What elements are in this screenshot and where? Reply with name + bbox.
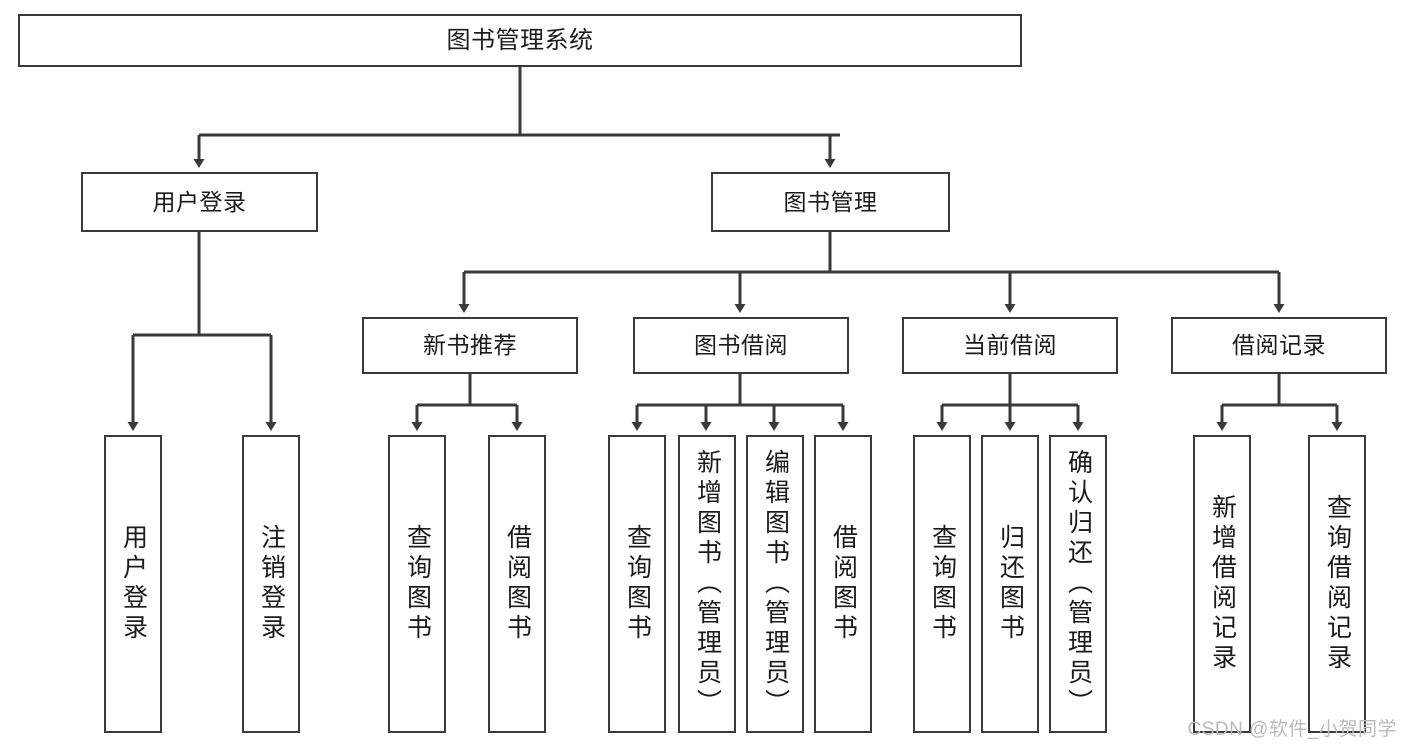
node-book-management[interactable]: 图书管理 (711, 172, 950, 232)
leaf-borrow-book-label: 借阅图书 (829, 524, 858, 644)
leaf-edit-book-admin[interactable]: 编辑图书（管理员） (746, 435, 804, 733)
leaf-borrow-book-recommend-label: 借阅图书 (503, 524, 532, 644)
node-book-borrow[interactable]: 图书借阅 (633, 317, 849, 374)
node-new-book-recommend[interactable]: 新书推荐 (362, 317, 578, 374)
leaf-add-borrow-record[interactable]: 新增借阅记录 (1193, 435, 1251, 733)
node-root[interactable]: 图书管理系统 (18, 14, 1022, 67)
leaf-query-book-recommend-label: 查询图书 (403, 524, 432, 644)
leaf-return-book[interactable]: 归还图书 (981, 435, 1039, 733)
leaf-confirm-return-admin-label: 确认归还（管理员） (1064, 449, 1093, 719)
node-book-management-label: 图书管理 (783, 188, 878, 215)
leaf-user-login-label: 用户登录 (119, 524, 148, 644)
node-current-borrow-label: 当前借阅 (963, 332, 1057, 359)
leaf-add-book-admin[interactable]: 新增图书（管理员） (678, 435, 736, 733)
leaf-return-book-label: 归还图书 (996, 524, 1025, 644)
csdn-watermark: CSDN @软件_小贺同学 (1187, 719, 1397, 740)
leaf-query-book-borrow-label: 查询图书 (623, 524, 652, 644)
leaf-query-book-borrow[interactable]: 查询图书 (608, 435, 666, 733)
node-borrow-record-label: 借阅记录 (1232, 332, 1326, 359)
leaf-logout-label: 注销登录 (257, 524, 286, 644)
leaf-query-borrow-record[interactable]: 查询借阅记录 (1308, 435, 1366, 733)
node-borrow-record[interactable]: 借阅记录 (1171, 317, 1387, 374)
leaf-logout[interactable]: 注销登录 (242, 435, 300, 733)
leaf-borrow-book[interactable]: 借阅图书 (814, 435, 872, 733)
leaf-query-borrow-record-label: 查询借阅记录 (1323, 494, 1352, 674)
leaf-user-login[interactable]: 用户登录 (104, 435, 162, 733)
node-book-borrow-label: 图书借阅 (694, 332, 788, 359)
leaf-confirm-return-admin[interactable]: 确认归还（管理员） (1049, 435, 1107, 733)
leaf-query-book-current-label: 查询图书 (928, 524, 957, 644)
node-root-label: 图书管理系统 (446, 26, 594, 54)
leaf-edit-book-admin-label: 编辑图书（管理员） (761, 449, 790, 719)
leaf-add-book-admin-label: 新增图书（管理员） (693, 449, 722, 719)
leaf-add-borrow-record-label: 新增借阅记录 (1208, 494, 1237, 674)
leaf-borrow-book-recommend[interactable]: 借阅图书 (488, 435, 546, 733)
node-user-login-label: 用户登录 (152, 188, 247, 215)
node-user-login[interactable]: 用户登录 (81, 172, 318, 232)
node-new-book-recommend-label: 新书推荐 (423, 332, 517, 359)
leaf-query-book-recommend[interactable]: 查询图书 (388, 435, 446, 733)
node-current-borrow[interactable]: 当前借阅 (902, 317, 1118, 374)
leaf-query-book-current[interactable]: 查询图书 (913, 435, 971, 733)
